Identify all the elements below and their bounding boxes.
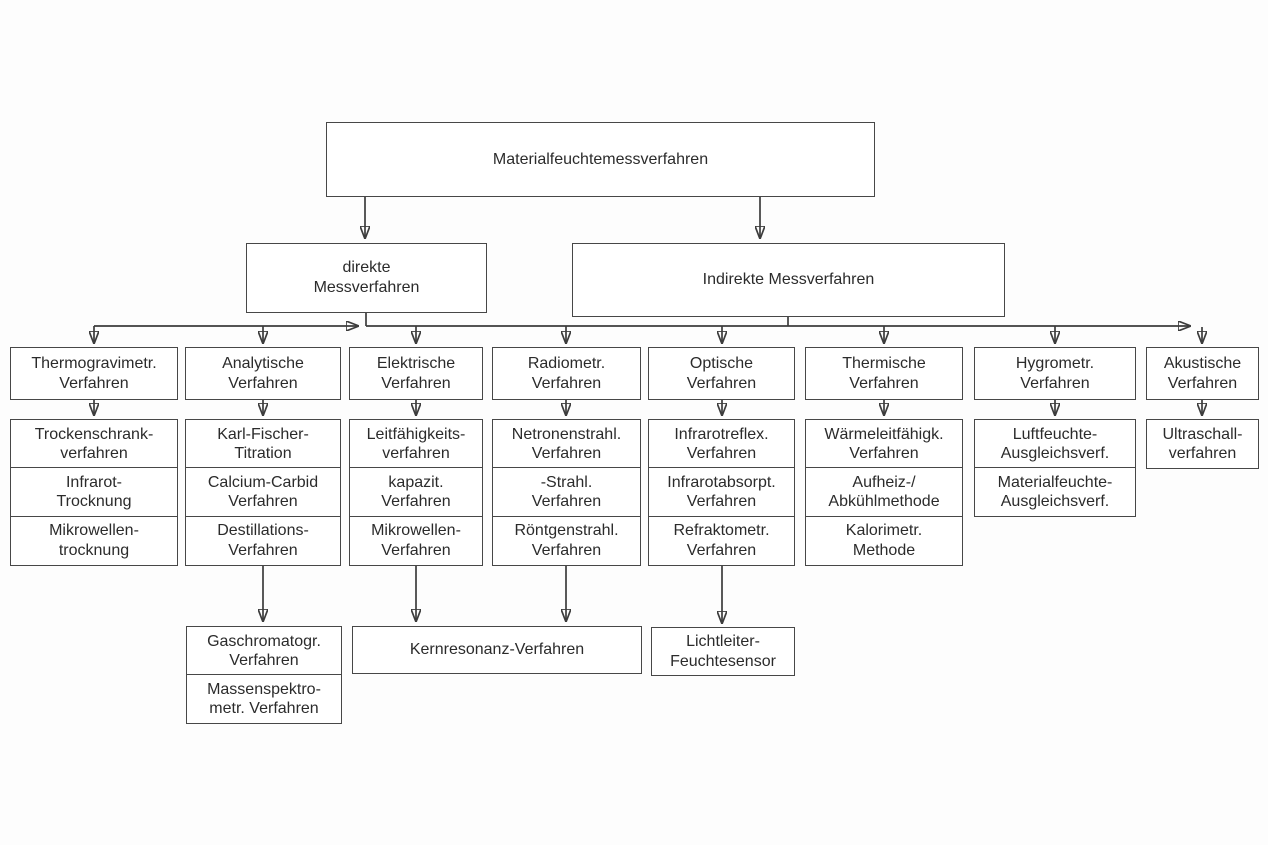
stack-cell-gaschromatogr: Gaschromatogr. Verfahren <box>186 626 342 676</box>
column-header-analytische: Analytische Verfahren <box>185 347 341 400</box>
stack-cell-infrarotabsorpt: Infrarotabsorpt. Verfahren <box>648 467 795 518</box>
stack-gaschromatogr: Gaschromatogr. Verfahren Massenspektro- … <box>186 626 342 725</box>
node-kernresonanz: Kernresonanz-Verfahren <box>352 626 642 674</box>
stack-analytische: Karl-Fischer- Titration Calcium-Carbid V… <box>185 419 341 566</box>
stack-cell-mikrowellen-verfahren: Mikrowellen- Verfahren <box>349 515 483 566</box>
stack-cell-mikrowellen-trocknung: Mikrowellen- trocknung <box>10 515 178 566</box>
node-lichtleiter-feuchtesensor: Lichtleiter- Feuchtesensor <box>651 627 795 676</box>
stack-cell-refraktometr: Refraktometr. Verfahren <box>648 515 795 566</box>
stack-cell-kapazitiv: kapazit. Verfahren <box>349 467 483 518</box>
stack-cell-kalorimetr: Kalorimetr. Methode <box>805 515 963 566</box>
stack-cell-destillation: Destillations- Verfahren <box>185 515 341 566</box>
column-header-optische: Optische Verfahren <box>648 347 795 400</box>
column-header-thermische: Thermische Verfahren <box>805 347 963 400</box>
stack-elektrische: Leitfähigkeits- verfahren kapazit. Verfa… <box>349 419 483 566</box>
column-header-radiometr: Radiometr. Verfahren <box>492 347 641 400</box>
stack-cell-neutronenstrahl: Netronenstrahl. Verfahren <box>492 419 641 469</box>
stack-cell-karl-fischer: Karl-Fischer- Titration <box>185 419 341 469</box>
stack-cell-materialfeuchte-ausgleich: Materialfeuchte- Ausgleichsverf. <box>974 467 1136 518</box>
stack-cell-massenspektrometr: Massenspektro- metr. Verfahren <box>186 674 342 725</box>
column-header-akustische: Akustische Verfahren <box>1146 347 1259 400</box>
stack-cell-aufheiz-abkuehl: Aufheiz-/ Abkühlmethode <box>805 467 963 518</box>
stack-cell-trockenschrank: Trockenschrank- verfahren <box>10 419 178 469</box>
stack-cell-calcium-carbid: Calcium-Carbid Verfahren <box>185 467 341 518</box>
stack-thermogravimetr: Trockenschrank- verfahren Infrarot- Troc… <box>10 419 178 566</box>
column-header-hygrometr: Hygrometr. Verfahren <box>974 347 1136 400</box>
node-direkte-messverfahren: direkte Messverfahren <box>246 243 487 313</box>
stack-cell-luftfeuchte-ausgleich: Luftfeuchte- Ausgleichsverf. <box>974 419 1136 469</box>
stack-cell-roentgenstrahl: Röntgenstrahl. Verfahren <box>492 515 641 566</box>
stack-thermische: Wärmeleitfähigk. Verfahren Aufheiz-/ Abk… <box>805 419 963 566</box>
stack-cell-waermeleitfaehigk: Wärmeleitfähigk. Verfahren <box>805 419 963 469</box>
column-header-thermogravimetr: Thermogravimetr. Verfahren <box>10 347 178 400</box>
stack-cell-infrarot-trocknung: Infrarot- Trocknung <box>10 467 178 518</box>
stack-cell-infrarotreflex: Infrarotreflex. Verfahren <box>648 419 795 469</box>
node-root: Materialfeuchtemessverfahren <box>326 122 875 197</box>
stack-optische: Infrarotreflex. Verfahren Infrarotabsorp… <box>648 419 795 566</box>
stack-cell-gammastrahl: -Strahl. Verfahren <box>492 467 641 518</box>
stack-akustische: Ultraschall- verfahren <box>1146 419 1259 469</box>
column-header-elektrische: Elektrische Verfahren <box>349 347 483 400</box>
stack-radiometr: Netronenstrahl. Verfahren -Strahl. Verfa… <box>492 419 641 566</box>
stack-hygrometr: Luftfeuchte- Ausgleichsverf. Materialfeu… <box>974 419 1136 518</box>
stack-cell-ultraschall: Ultraschall- verfahren <box>1146 419 1259 469</box>
stack-cell-leitfaehigkeit: Leitfähigkeits- verfahren <box>349 419 483 469</box>
node-indirekte-messverfahren: Indirekte Messverfahren <box>572 243 1005 317</box>
